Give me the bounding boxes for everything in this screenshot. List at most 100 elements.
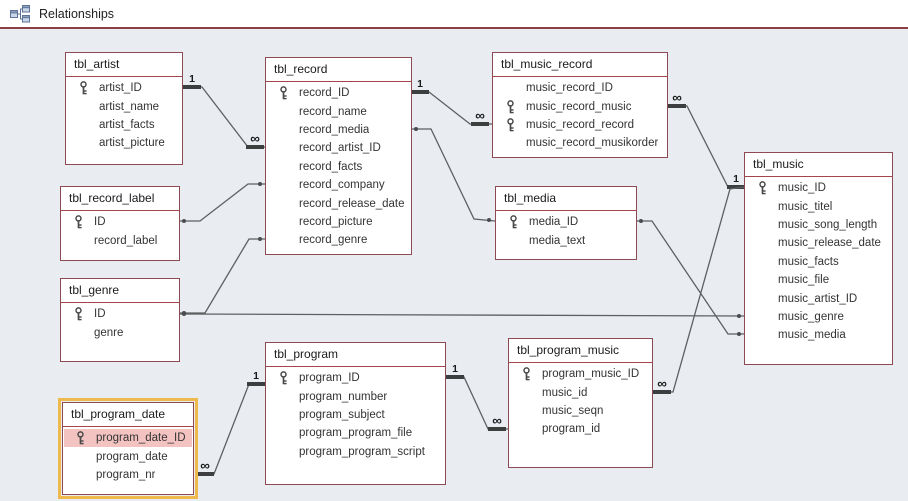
key-spacer	[497, 231, 529, 249]
table-title[interactable]: tbl_program_music	[509, 339, 652, 363]
relationship-music-program_music[interactable]: ∞	[653, 186, 745, 394]
field-row-artist_ID[interactable]: artist_ID	[67, 79, 181, 97]
field-name: music_record_ID	[526, 82, 613, 95]
field-row-music_record_ID[interactable]: music_record_ID	[494, 79, 666, 97]
field-row-music_seqn[interactable]: music_seqn	[510, 402, 651, 420]
key-spacer	[67, 116, 99, 134]
field-name: program_program_file	[299, 427, 413, 440]
field-row-music_media[interactable]: music_media	[746, 326, 891, 344]
cardinality-many-label: ∞	[492, 413, 502, 428]
field-row-program_music_ID[interactable]: program_music_ID	[510, 365, 651, 383]
field-row-music_record_musikorder[interactable]: music_record_musikorder	[494, 134, 666, 152]
field-row-record_company[interactable]: record_company	[267, 176, 410, 194]
relationship-line[interactable]	[412, 128, 496, 222]
field-row-music_ID[interactable]: music_ID	[746, 179, 891, 197]
field-name: music_release_date	[778, 237, 881, 250]
join-endpoint-dot	[258, 237, 262, 241]
relationship-genre-record[interactable]	[180, 237, 265, 315]
field-row-record_picture[interactable]: record_picture	[267, 213, 410, 231]
relationship-program-program_date[interactable]: ∞1	[196, 370, 265, 476]
table-title[interactable]: tbl_music_record	[493, 53, 667, 77]
field-row-music_artist_ID[interactable]: music_artist_ID	[746, 289, 891, 307]
field-row-music_release_date[interactable]: music_release_date	[746, 234, 891, 252]
object-tab-relationships[interactable]: Relationships	[0, 0, 908, 29]
field-row-program_program_file[interactable]: program_program_file	[267, 424, 444, 442]
join-endpoint-dot	[639, 219, 643, 223]
table-tbl_music_record[interactable]: tbl_music_record music_record_ID music_rec…	[492, 52, 668, 158]
field-row-record_media[interactable]: record_media	[267, 121, 410, 139]
field-name: music_record_record	[526, 118, 635, 131]
field-row-program_number[interactable]: program_number	[267, 387, 444, 405]
field-name: music_record_music	[526, 100, 632, 113]
key-spacer	[267, 194, 299, 212]
field-row-program_ID[interactable]: program_ID	[267, 369, 444, 387]
field-row-program_date_ID[interactable]: program_date_ID	[64, 429, 192, 448]
field-row-program_nr[interactable]: program_nr	[64, 466, 192, 484]
field-row-music_titel[interactable]: music_titel	[746, 197, 891, 215]
table-title[interactable]: tbl_record_label	[61, 187, 179, 211]
field-name: media_ID	[529, 216, 579, 229]
field-name: music_song_length	[778, 218, 878, 231]
field-row-genre[interactable]: genre	[62, 323, 178, 341]
field-row-record_genre[interactable]: record_genre	[267, 231, 410, 249]
table-title[interactable]: tbl_music	[745, 153, 892, 177]
field-row-music_genre[interactable]: music_genre	[746, 308, 891, 326]
field-row-record_name[interactable]: record_name	[267, 102, 410, 120]
relationship-line[interactable]	[179, 313, 745, 317]
relationship-record-music_record[interactable]: 1∞	[411, 78, 492, 126]
field-row-music_record_music[interactable]: music_record_music	[494, 97, 666, 115]
field-row-program_id[interactable]: program_id	[510, 420, 651, 438]
relationship-media-music[interactable]	[637, 219, 744, 336]
relationship-record_label-record[interactable]	[180, 182, 265, 223]
relationship-program-program_music[interactable]: 1∞	[446, 363, 508, 431]
table-field-list: ID genre	[61, 303, 179, 342]
table-title[interactable]: tbl_artist	[66, 53, 182, 77]
relationship-music_record-music[interactable]: ∞1	[668, 90, 745, 189]
field-row-media_ID[interactable]: media_ID	[497, 213, 635, 231]
field-row-ID[interactable]: ID	[62, 213, 178, 231]
field-row-music_file[interactable]: music_file	[746, 271, 891, 289]
field-row-record_label[interactable]: record_label	[62, 231, 178, 249]
table-title[interactable]: tbl_program_date	[63, 403, 193, 427]
field-row-program_program_script[interactable]: program_program_script	[267, 443, 444, 461]
relationship-line[interactable]	[637, 220, 744, 335]
field-row-artist_name[interactable]: artist_name	[67, 97, 181, 115]
field-name: genre	[94, 326, 124, 339]
table-title[interactable]: tbl_genre	[61, 279, 179, 303]
field-row-music_song_length[interactable]: music_song_length	[746, 216, 891, 234]
table-title[interactable]: tbl_record	[266, 58, 411, 82]
relationship-line[interactable]	[180, 183, 265, 222]
field-row-media_text[interactable]: media_text	[497, 231, 635, 249]
field-row-program_date[interactable]: program_date	[64, 447, 192, 465]
relationship-artist-record[interactable]: 1∞	[183, 73, 265, 149]
primary-key-icon	[62, 213, 94, 231]
primary-key-icon	[510, 365, 542, 383]
table-tbl_media[interactable]: tbl_media media_ID media_text	[495, 186, 637, 260]
relationship-line[interactable]	[180, 238, 265, 314]
key-spacer	[746, 289, 778, 307]
field-row-record_artist_ID[interactable]: record_artist_ID	[267, 139, 410, 157]
field-row-record_ID[interactable]: record_ID	[267, 84, 410, 102]
field-row-music_id[interactable]: music_id	[510, 383, 651, 401]
field-row-ID[interactable]: ID	[62, 305, 178, 323]
field-row-artist_picture[interactable]: artist_picture	[67, 134, 181, 152]
field-row-record_release_date[interactable]: record_release_date	[267, 194, 410, 212]
field-row-music_facts[interactable]: music_facts	[746, 253, 891, 271]
field-row-record_facts[interactable]: record_facts	[267, 158, 410, 176]
table-title[interactable]: tbl_program	[266, 343, 445, 367]
relationship-record-media[interactable]	[412, 127, 496, 222]
field-row-artist_facts[interactable]: artist_facts	[67, 116, 181, 134]
field-row-program_subject[interactable]: program_subject	[267, 406, 444, 424]
field-row-music_record_record[interactable]: music_record_record	[494, 116, 666, 134]
relationship-genre-music[interactable]	[179, 312, 745, 318]
table-title[interactable]: tbl_media	[496, 187, 636, 211]
